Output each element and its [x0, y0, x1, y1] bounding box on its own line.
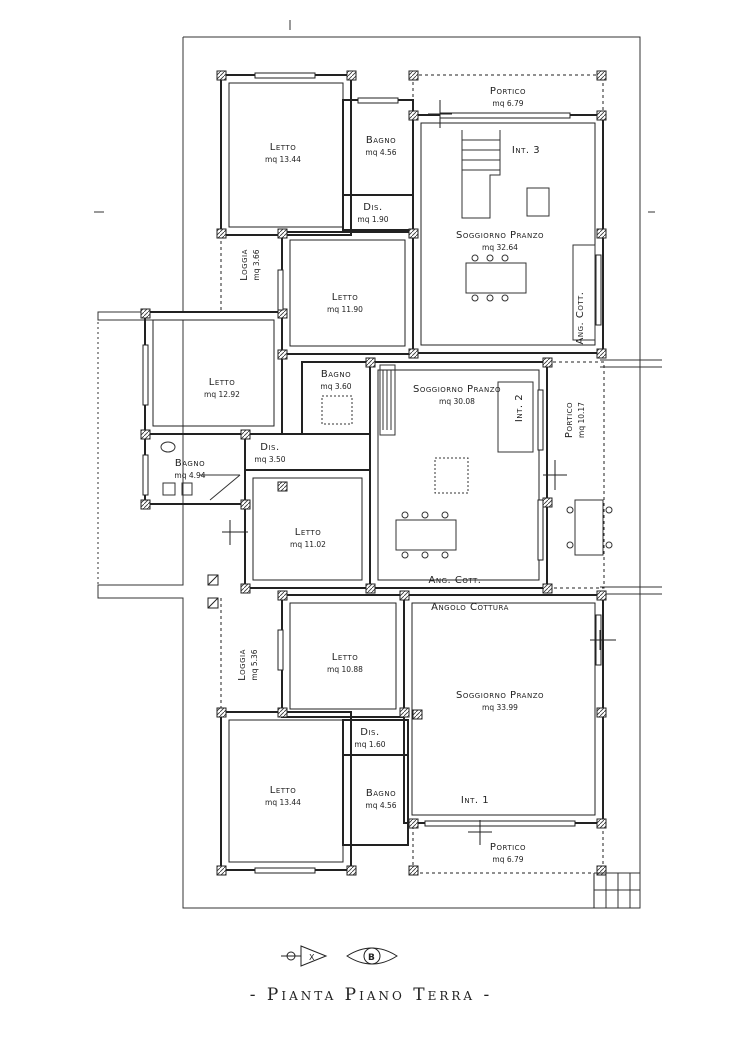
room-label-ang-cott-mid: Ang. Cott.	[429, 575, 482, 586]
title-dash-right: -	[483, 985, 493, 1005]
compass-x-label: X	[309, 953, 315, 962]
room-label-int1: Int. 1	[461, 795, 489, 806]
furniture	[160, 130, 640, 908]
room-label-dis-350: Dis.mq 3.50	[254, 442, 285, 464]
compass-b-label: B	[368, 953, 375, 963]
pillars	[140, 70, 607, 876]
title-dash-left: -	[249, 985, 259, 1005]
room-label-int3: Int. 3	[512, 145, 540, 156]
compass-symbols	[281, 945, 398, 967]
room-label-dis-bot: Dis.mq 1.60	[354, 727, 385, 749]
section-markers	[207, 100, 616, 845]
title-text: Pianta Piano Terra	[266, 985, 476, 1005]
room-label-dis-top: Dis.mq 1.90	[357, 202, 388, 224]
windows	[142, 72, 602, 874]
walls	[144, 74, 640, 908]
room-label-ang-cott-top: Ang. Cott.	[575, 292, 586, 345]
room-label-int2: Int. 2	[514, 394, 525, 422]
site-boundary	[94, 20, 662, 909]
room-label-angolo-cottura: Angolo Cottura	[431, 602, 509, 613]
drawing-title: - Pianta Piano Terra -	[0, 985, 742, 1005]
